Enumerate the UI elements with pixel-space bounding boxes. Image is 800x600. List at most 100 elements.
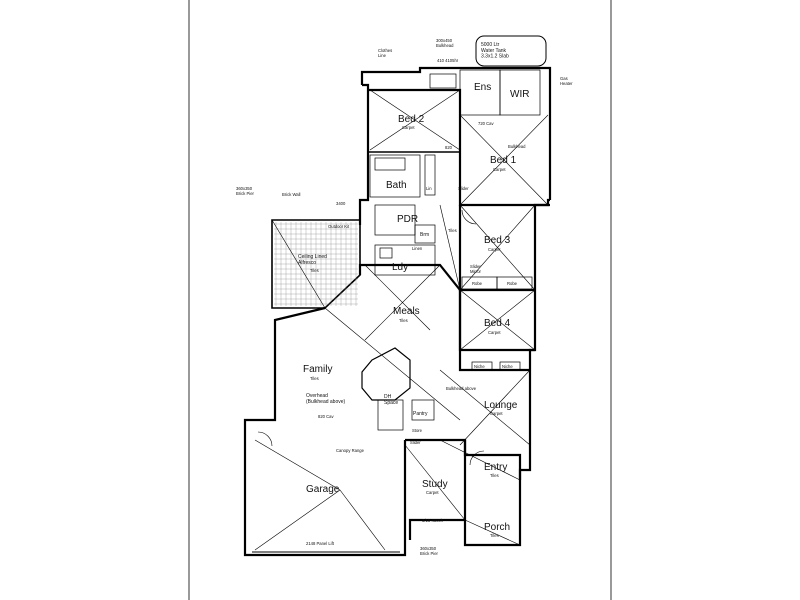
store-label: Store: [412, 428, 423, 433]
ensuite-bath: [429, 73, 457, 89]
water-tank: [475, 35, 547, 67]
outer-wall-bed-wing: [368, 88, 550, 207]
study-label: Study: [422, 479, 448, 490]
bed2-floor-label: Carpet: [402, 125, 415, 130]
bed1-floor-label: Carpet: [493, 167, 506, 172]
brick-wall-label: Brick Wall: [282, 192, 301, 197]
bath-label: Bath: [386, 180, 407, 191]
outer-wall-west-upper: [358, 83, 370, 225]
pantry-label: Pantry: [413, 411, 428, 417]
bath-room: [369, 154, 421, 198]
living-walls: [243, 306, 407, 557]
bed1-diag2: [459, 114, 549, 206]
entry-walls: [463, 440, 522, 510]
garage-diag2: [339, 489, 386, 551]
bath-tub: [374, 157, 406, 171]
robe2-label: Robe: [507, 281, 518, 286]
pdr-room: [374, 204, 416, 236]
niche-1: [471, 361, 493, 371]
laundry-room: [374, 244, 436, 276]
hall-diag1: [439, 204, 461, 291]
robe-right: [496, 276, 533, 290]
garage-diag3: [254, 489, 341, 551]
entry-diag: [439, 439, 521, 481]
outdoor-kit-label: Outdoor Kit: [328, 224, 350, 229]
tiles-hall-label: Tiles: [448, 228, 457, 233]
overhead-label: Overhead(Bulkhead above): [306, 393, 346, 405]
study-floor-label: Carpet: [426, 490, 439, 495]
entry-floor-label: Tiles: [490, 473, 499, 478]
lounge-walls: [458, 350, 530, 372]
alfresco-area: [271, 219, 361, 309]
porch-diag: [464, 519, 521, 546]
dim-820cav-label: 820 Cav: [318, 414, 335, 419]
bed2-diag2: [369, 89, 461, 151]
dim-720cav-label: 720 Cav: [478, 121, 495, 126]
lounge-diag1: [439, 369, 531, 446]
bulkhead-above-label: Bulkhead above: [446, 386, 477, 391]
three-slab-label: 3/15-450ch: [422, 518, 444, 523]
canopy-range-label: Canopy Range: [336, 448, 365, 453]
dim-3400-label: 3400: [336, 201, 346, 206]
lounge-diag2: [459, 369, 531, 446]
niche1-label: Niche: [474, 364, 485, 369]
niche-2: [499, 361, 521, 371]
meals-floor-label: Tiles: [399, 318, 408, 323]
alfresco-grid: [274, 222, 358, 306]
garage-diag1: [254, 439, 341, 491]
bed3-floor-label: Carpet: [488, 247, 501, 252]
pdr-label: PDR: [397, 214, 418, 225]
bed3-label: Bed 3: [484, 235, 511, 246]
study-diag: [404, 444, 466, 521]
ens-label: Ens: [474, 82, 491, 93]
dim-820-label: 820: [445, 145, 453, 150]
linen-label: Linen: [412, 246, 423, 251]
family-label: Family: [303, 364, 332, 375]
wir: [499, 69, 541, 116]
bed4-label: Bed 4: [484, 318, 511, 329]
panel-lift-label: 2148 Panel Lift: [306, 541, 335, 546]
lounge-floor-label: Carpet: [490, 411, 503, 416]
meals-label: Meals: [393, 306, 420, 317]
outer-wall-north: [360, 66, 552, 200]
brm-room: [414, 224, 436, 244]
garage-label: Garage: [306, 484, 340, 495]
wir-label: WIR: [510, 89, 529, 100]
porch-label: Porch: [484, 522, 510, 533]
porch-walls: [463, 510, 522, 547]
alfresco-floor-label: Tiles: [310, 268, 319, 273]
bed4-diag2: [459, 289, 536, 351]
bed2-label: Bed 2: [398, 114, 425, 125]
bed1-label: Bed 1: [490, 155, 517, 166]
linen-cupboard: [424, 154, 436, 196]
kitchen-bench: [377, 399, 404, 431]
door-swing-entry: [469, 450, 485, 466]
door-swing-bed3: [461, 209, 477, 225]
bulkhead-top2-label: 410 4105hr: [437, 58, 459, 63]
laundry-tub: [379, 247, 393, 259]
lounge-label: Lounge: [484, 400, 518, 411]
door-swing-garage: [257, 431, 273, 447]
alf-diag1: [271, 219, 326, 309]
kitchen-island: [361, 347, 411, 401]
brm-label: Brm: [420, 232, 429, 238]
robe1-label: Robe: [472, 281, 483, 286]
bed3-diag2: [459, 204, 536, 291]
entry-label: Entry: [484, 462, 507, 473]
meals-diag3: [364, 264, 431, 331]
meals-diag1: [324, 307, 461, 421]
bed4-floor-label: Carpet: [488, 330, 501, 335]
slider2-label: Slider: [410, 440, 421, 445]
slider-hall-label: Slider: [458, 186, 469, 191]
pantry-box: [411, 399, 435, 421]
bulkhead-bed1-label: Bulkhead: [508, 144, 526, 149]
